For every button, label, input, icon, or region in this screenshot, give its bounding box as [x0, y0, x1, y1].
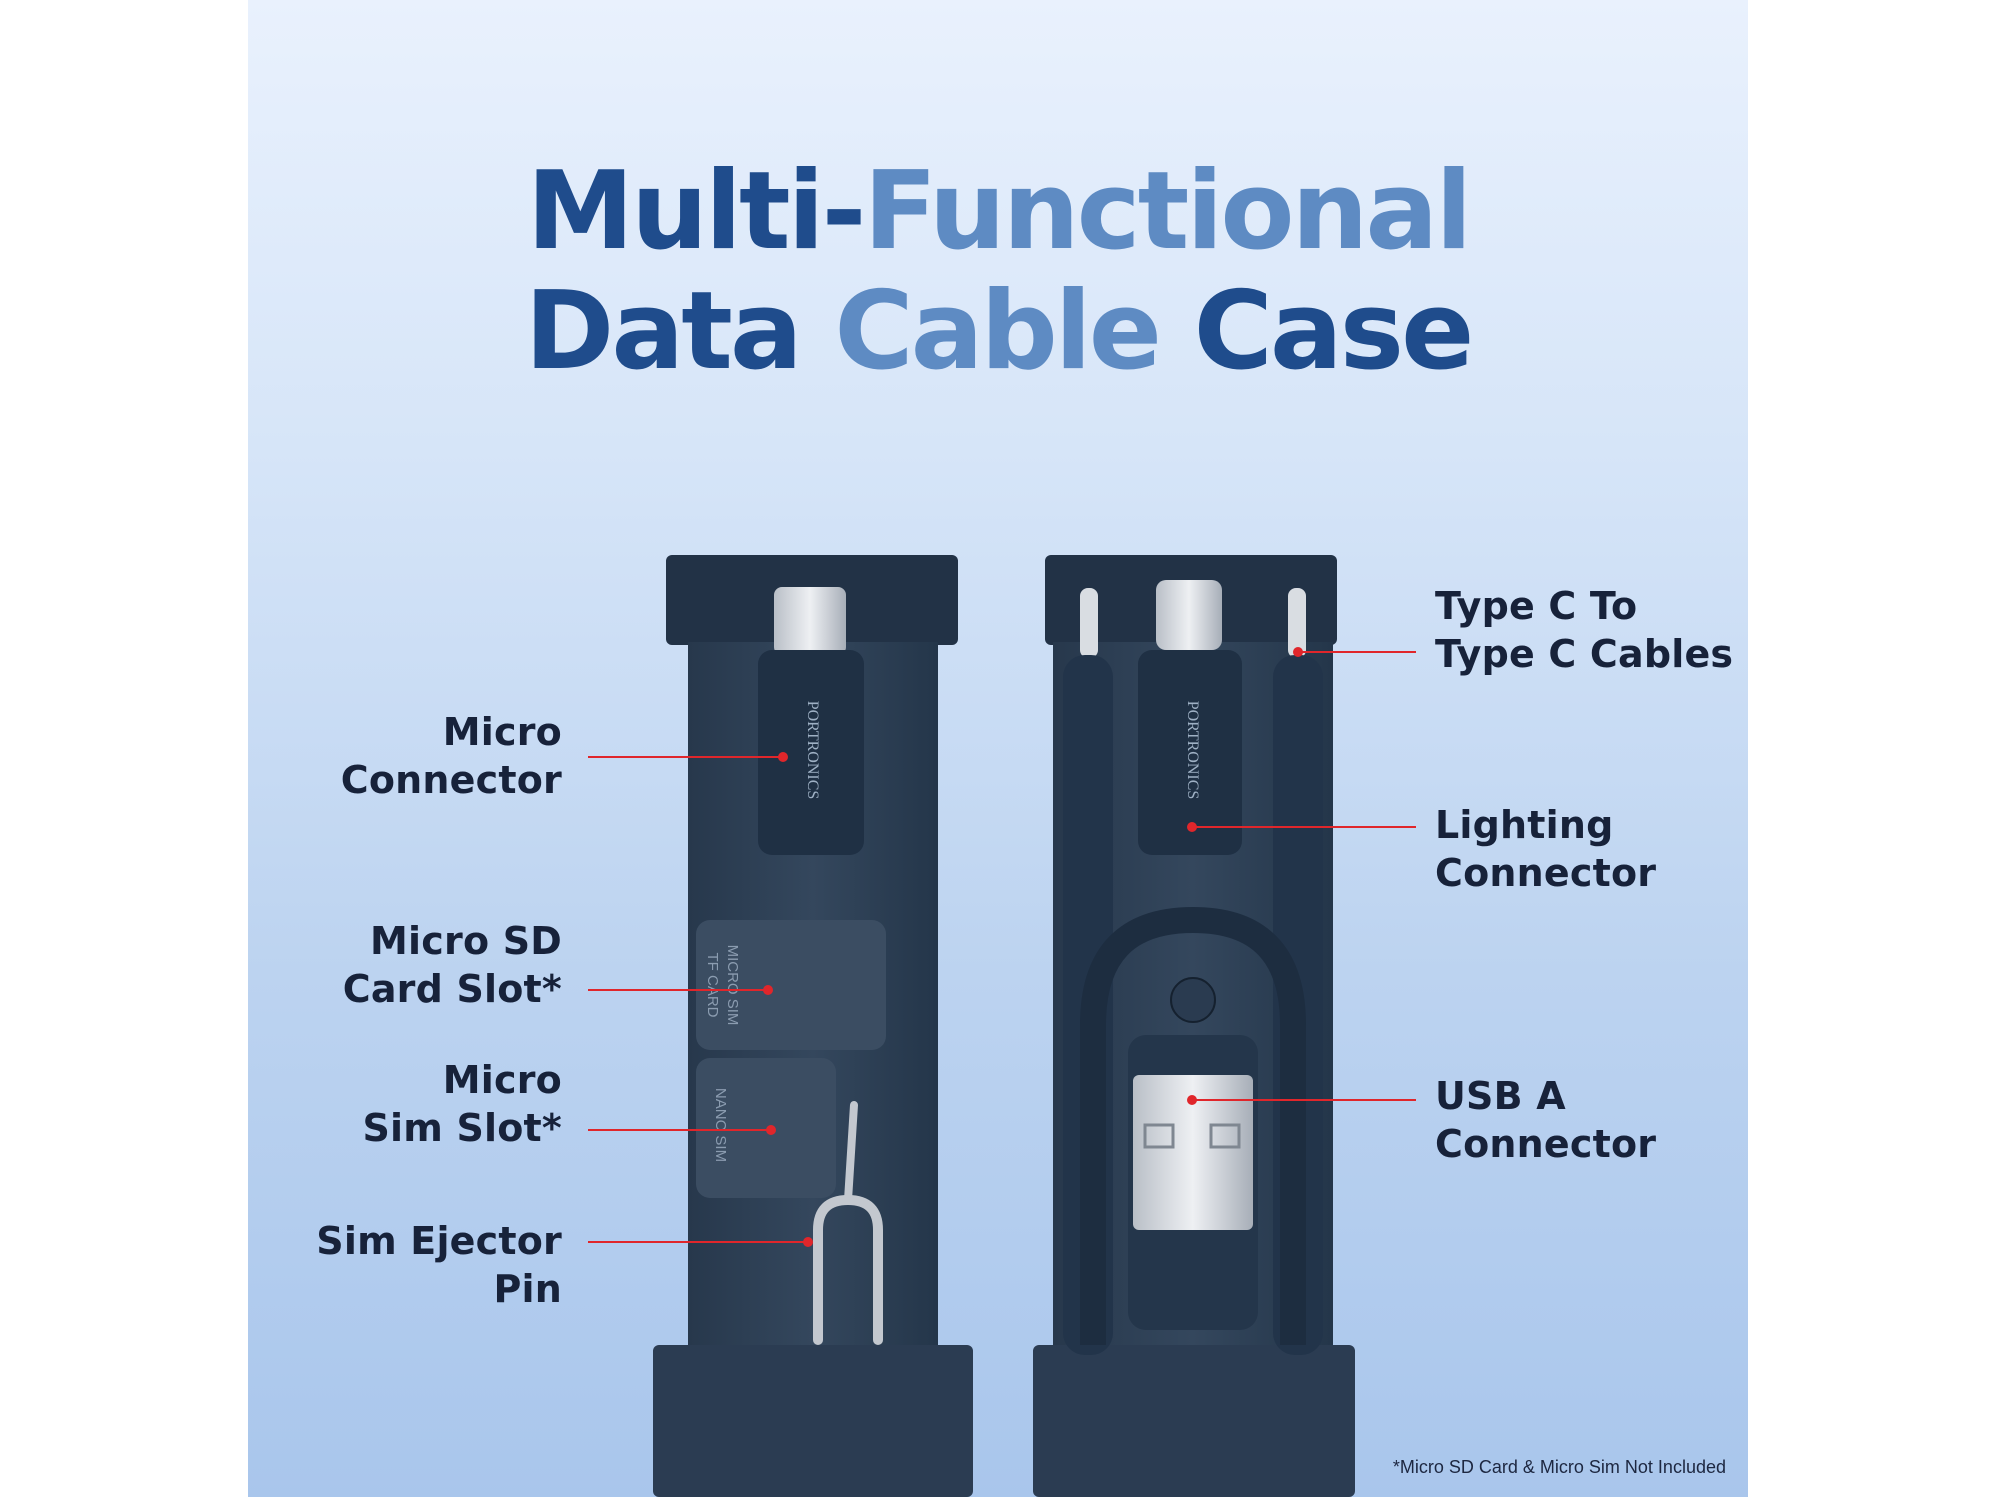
label-micro-connector-l1: Micro: [442, 710, 562, 754]
usb-c-tip-left: [1080, 588, 1098, 658]
label-micro-connector-l2: Connector: [340, 758, 562, 802]
label-type-c-cables: Type C To Type C Cables: [1435, 582, 1733, 678]
label-micro-sd-l2: Card Slot*: [342, 967, 562, 1011]
right-case-sleeve: [1033, 1345, 1355, 1497]
right-case-module: PORTRONICS: [1033, 555, 1355, 1497]
tray-text-nano: NANO SIM: [712, 1088, 729, 1162]
brand-mark-left: PORTRONICS: [804, 701, 821, 800]
label-usb-a-l1: USB A: [1435, 1074, 1566, 1118]
usb-a-plug: [1133, 1075, 1253, 1230]
micro-usb-tip: [774, 587, 846, 655]
label-lighting-l1: Lighting: [1435, 803, 1614, 847]
label-sim-ejector-pin: Sim Ejector Pin: [316, 1217, 562, 1313]
label-lighting-l2: Connector: [1435, 851, 1657, 895]
headline-word-multi: Multi-: [526, 149, 867, 274]
headline-line-2: Data Cable Case: [248, 278, 1748, 386]
callout-lines: [588, 651, 1416, 1243]
footnote-disclaimer: *Micro SD Card & Micro Sim Not Included: [1392, 1457, 1726, 1477]
headline-line-1: Multi-Functional: [248, 158, 1748, 266]
label-micro-connector: Micro Connector: [341, 708, 562, 804]
lightning-connector-housing: [1138, 650, 1242, 855]
brand-mark-right: PORTRONICS: [1184, 701, 1201, 800]
micro-connector-housing: [758, 650, 864, 855]
label-lighting-connector: Lighting Connector: [1435, 801, 1656, 897]
label-micro-sim-l2: Sim Slot*: [362, 1106, 562, 1150]
label-micro-sim-l1: Micro: [442, 1058, 562, 1102]
lightning-tip: [1156, 580, 1222, 650]
label-sim-ejector-l2: Pin: [493, 1267, 562, 1311]
headline-word-case: Case: [1193, 269, 1475, 394]
left-case-module: PORTRONICS MICRO SIM TF CARD NANO SIM: [653, 555, 973, 1497]
label-sim-ejector-l1: Sim Ejector: [316, 1219, 562, 1263]
label-micro-sim-slot: Micro Sim Slot*: [362, 1056, 562, 1152]
label-type-c-l1: Type C To: [1435, 584, 1638, 628]
label-micro-sd-slot: Micro SD Card Slot*: [343, 917, 562, 1013]
screw-head: [1170, 977, 1216, 1023]
cable-loop: [1080, 906, 1306, 1345]
callout-dots: [763, 647, 1303, 1247]
label-usb-a-l2: Connector: [1435, 1122, 1657, 1166]
label-micro-sd-l1: Micro SD: [370, 919, 562, 963]
headline-word-cable: Cable: [834, 269, 1194, 394]
label-usb-a-connector: USB A Connector: [1435, 1072, 1656, 1168]
micro-sd-tray: [696, 920, 886, 1050]
headline-word-functional: Functional: [863, 149, 1473, 274]
label-type-c-l2: Type C Cables: [1435, 632, 1734, 676]
product-banner: Multi-Functional Data Cable Case PORTRO: [248, 0, 1748, 1497]
headline-word-data: Data: [524, 269, 835, 394]
usb-c-tip-right: [1288, 588, 1306, 658]
nano-sim-tray: [696, 1058, 836, 1198]
left-case-sleeve: [653, 1345, 973, 1497]
tray-text-sd-1: MICRO SIM: [724, 945, 741, 1026]
tray-text-sd-2: TF CARD: [704, 953, 721, 1018]
product-illustration: PORTRONICS MICRO SIM TF CARD NANO SIM PO…: [588, 555, 1416, 1497]
